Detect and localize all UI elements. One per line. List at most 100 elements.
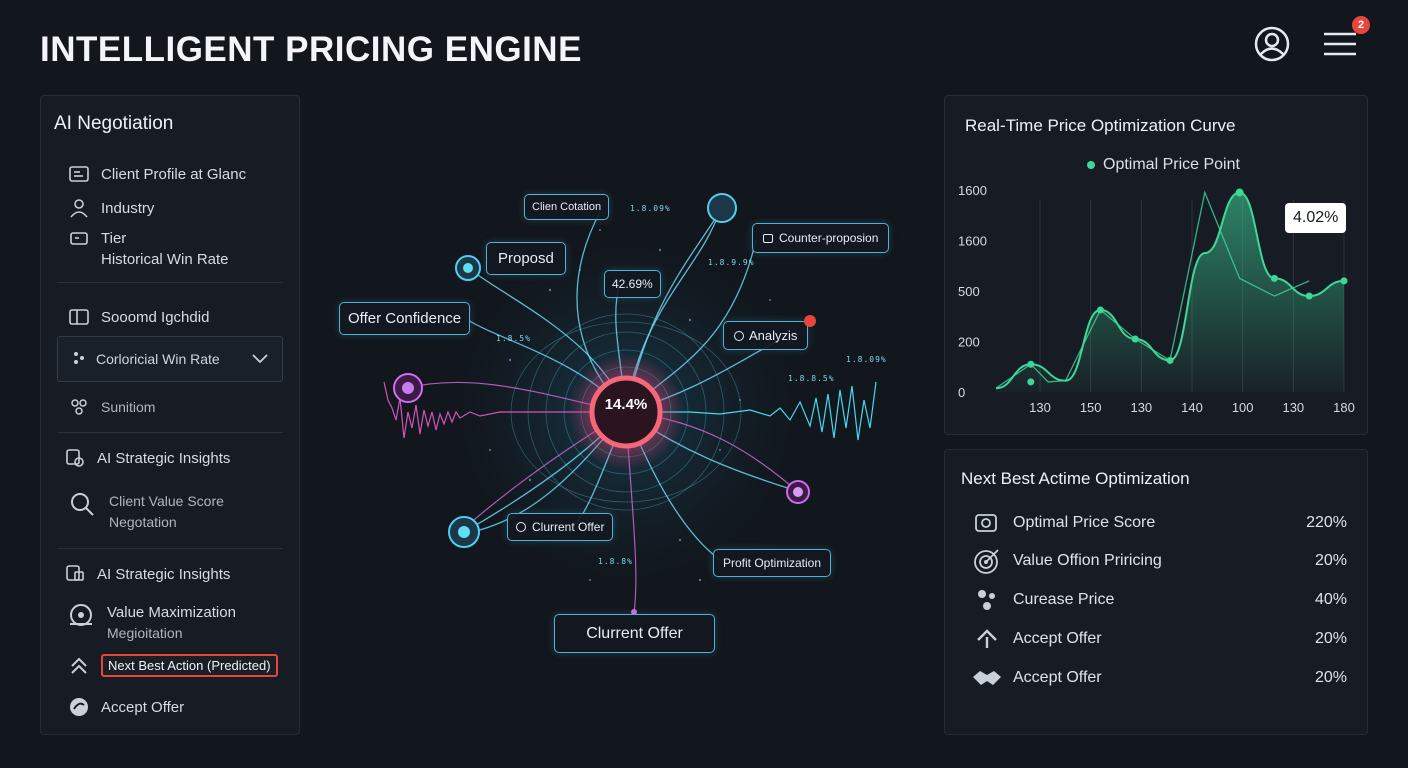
data-point[interactable] bbox=[1027, 360, 1035, 368]
client-profile-row[interactable]: Client Profile at Glanc bbox=[69, 164, 246, 185]
next-best-action-row[interactable]: Next Best Action (Predicted) bbox=[69, 654, 278, 677]
mini-stat: 1.8.9.9% bbox=[708, 258, 755, 267]
opt-panel-title: Next Best Actime Optimization bbox=[961, 469, 1190, 488]
value-maximization-label: Value Maximization bbox=[107, 604, 236, 621]
x-tick-label: 130 bbox=[1282, 400, 1304, 415]
data-point[interactable] bbox=[1340, 277, 1348, 285]
y-tick-label: 1600 bbox=[958, 234, 987, 249]
grid-icon bbox=[69, 307, 89, 327]
divider bbox=[57, 432, 283, 433]
opt-row-value: 20% bbox=[1314, 552, 1347, 569]
opt-row[interactable]: Curease Price 40% bbox=[971, 585, 1347, 615]
x-tick-label: 100 bbox=[1232, 400, 1254, 415]
double-chevron-up-icon bbox=[69, 656, 89, 676]
opt-row-value: 20% bbox=[1314, 669, 1347, 686]
y-tick-label: 1600 bbox=[958, 183, 987, 198]
ai-negotiation-panel: AI Negotiation Client Profile at Glanc I… bbox=[40, 95, 300, 735]
insights-1-title: AI Strategic Insights bbox=[97, 450, 231, 467]
second-section-row[interactable]: Sooomd Igchdid bbox=[69, 307, 209, 328]
current-offer-large-node[interactable]: Clurrent Offer bbox=[554, 614, 715, 653]
chart-legend: Optimal Price Point bbox=[1087, 156, 1240, 174]
opt-row-label: Optimal Price Score bbox=[1013, 514, 1156, 531]
cluster-icon bbox=[69, 397, 89, 417]
insights-2-row[interactable]: AI Strategic Insights bbox=[65, 564, 230, 585]
opt-row[interactable]: Accept Offer 20% bbox=[971, 663, 1347, 693]
opt-row-label: Curease Price bbox=[1013, 591, 1115, 608]
insights-1-row[interactable]: AI Strategic Insights bbox=[65, 448, 230, 469]
search-icon bbox=[69, 491, 95, 517]
confidence-percent-node: 42.69% bbox=[604, 270, 661, 298]
negotation-label: Negotation bbox=[109, 514, 177, 530]
current-offer-small-node[interactable]: Clurrent Offer bbox=[507, 513, 614, 541]
opt-row[interactable]: Value Offion Priricing 20% bbox=[971, 546, 1347, 576]
mini-stat: 1.8.09% bbox=[846, 355, 887, 364]
opt-row-label: Accept Offer bbox=[1013, 630, 1102, 647]
insights-icon bbox=[65, 448, 85, 468]
legend-swatch bbox=[1087, 161, 1095, 169]
chevron-up-icon bbox=[971, 625, 1003, 653]
chevron-down-icon bbox=[252, 351, 268, 367]
opt-row-value: 40% bbox=[1314, 591, 1347, 608]
nodes-icon bbox=[971, 586, 1003, 614]
accept-offer-row[interactable]: Accept Offer bbox=[69, 697, 184, 718]
divider bbox=[57, 548, 283, 549]
area-fill bbox=[996, 192, 1344, 392]
offer-confidence-node[interactable]: Offer Confidence bbox=[339, 302, 471, 335]
tier-label: Tier bbox=[101, 230, 127, 247]
data-point[interactable] bbox=[1166, 356, 1174, 364]
sunitiom-row[interactable]: Sunitiom bbox=[69, 397, 155, 418]
client-value-score-label: Client Value Score bbox=[109, 493, 224, 509]
accept-offer-label: Accept Offer bbox=[101, 699, 185, 716]
analyze-icon bbox=[734, 331, 744, 341]
negotiation-network-graph: 14.4% Clien Cotation Proposd 42.69% Offe… bbox=[300, 150, 940, 710]
price-tag-icon bbox=[971, 509, 1003, 537]
insights-icon bbox=[65, 564, 85, 584]
proposd-node[interactable]: Proposd bbox=[486, 242, 566, 275]
legend-label: Optimal Price Point bbox=[1103, 156, 1240, 173]
target-icon bbox=[971, 547, 1003, 575]
opt-row-label: Value Offion Priricing bbox=[1013, 552, 1162, 569]
check-circle-icon bbox=[69, 697, 89, 717]
data-point[interactable] bbox=[1305, 292, 1313, 300]
alert-dot bbox=[804, 315, 817, 327]
mini-stat: 1.8.8% bbox=[598, 557, 633, 566]
client-profile-label: Client Profile at Glanc bbox=[101, 166, 247, 183]
center-confidence-value: 14.4% bbox=[604, 396, 648, 413]
data-point[interactable] bbox=[1270, 274, 1278, 282]
y-tick-label: 200 bbox=[958, 335, 980, 350]
industry-label: Industry bbox=[101, 200, 155, 217]
profit-optimization-node[interactable]: Profit Optimization bbox=[713, 549, 832, 577]
menu-icon[interactable]: 2 bbox=[1320, 16, 1370, 64]
app-title: INTELLIGENT PRICING ENGINE bbox=[40, 30, 582, 69]
tier-row[interactable]: Tier Historical Win Rate bbox=[69, 228, 229, 270]
opt-row[interactable]: Accept Offer 20% bbox=[971, 624, 1347, 654]
value-maximization-row[interactable]: Value Maximization Megioitation bbox=[67, 602, 236, 644]
megioitation-label: Megioitation bbox=[107, 625, 183, 641]
x-tick-label: 150 bbox=[1080, 400, 1102, 415]
x-tick-label: 180 bbox=[1333, 400, 1355, 415]
client-value-score-row[interactable]: Client Value Score Negotation bbox=[69, 491, 224, 533]
sunitiom-label: Sunitiom bbox=[101, 399, 156, 415]
data-point[interactable] bbox=[1027, 378, 1035, 386]
opt-row[interactable]: Optimal Price Score 220% bbox=[971, 508, 1347, 538]
data-point[interactable] bbox=[1096, 306, 1104, 314]
x-tick-label: 130 bbox=[1130, 400, 1152, 415]
client-cotation-node[interactable]: Clien Cotation bbox=[524, 194, 610, 220]
data-point[interactable] bbox=[1131, 335, 1139, 343]
counter-proposion-node[interactable]: Counter-proposion bbox=[752, 223, 890, 253]
person-icon bbox=[69, 198, 89, 218]
win-rate-dropdown[interactable]: Corloricial Win Rate bbox=[57, 336, 283, 382]
divider bbox=[57, 282, 283, 283]
mini-stat: 1.8.5% bbox=[496, 334, 531, 343]
x-tick-label: 130 bbox=[1029, 400, 1051, 415]
analyzis-node[interactable]: Analyzis bbox=[723, 315, 817, 350]
top-toolbar: 2 bbox=[1252, 16, 1370, 64]
id-card-icon bbox=[69, 164, 89, 184]
dropdown-value: Corloricial Win Rate bbox=[96, 351, 220, 367]
industry-row[interactable]: Industry bbox=[69, 198, 154, 219]
next-best-action-panel: Next Best Actime Optimization Optimal Pr… bbox=[944, 449, 1368, 735]
opt-row-value: 20% bbox=[1314, 630, 1347, 647]
user-profile-icon[interactable] bbox=[1252, 24, 1292, 64]
optimal-price-point[interactable] bbox=[1235, 188, 1244, 197]
